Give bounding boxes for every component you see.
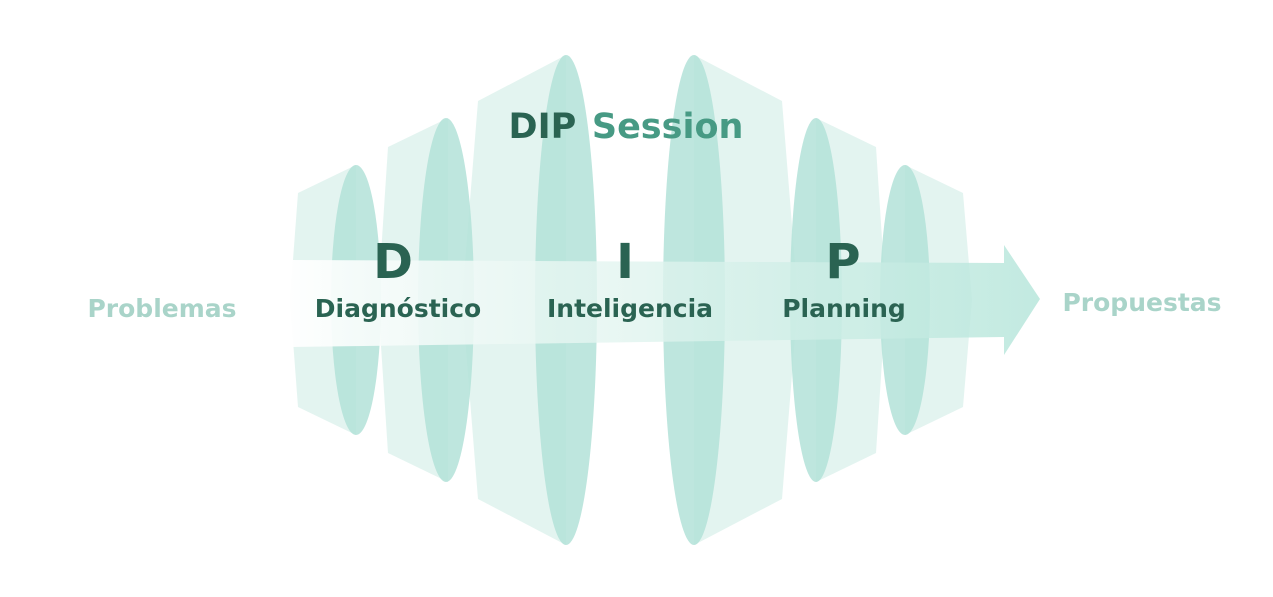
output-label: Propuestas <box>1062 288 1221 317</box>
stage-letter-d: D <box>373 234 413 290</box>
stage-label-planning: Planning <box>782 294 906 323</box>
stage-label-inteligencia: Inteligencia <box>547 294 713 323</box>
stage-letter-p: P <box>825 234 860 290</box>
diagram-title: DIP Session <box>509 107 744 147</box>
stage-label-diagnostico: Diagnóstico <box>315 294 481 323</box>
stage-letter-i: I <box>616 234 634 290</box>
title-accent: Session <box>592 107 744 147</box>
input-label: Problemas <box>87 294 236 323</box>
title-main: DIP <box>509 107 577 147</box>
flow-arrow <box>290 245 1040 355</box>
